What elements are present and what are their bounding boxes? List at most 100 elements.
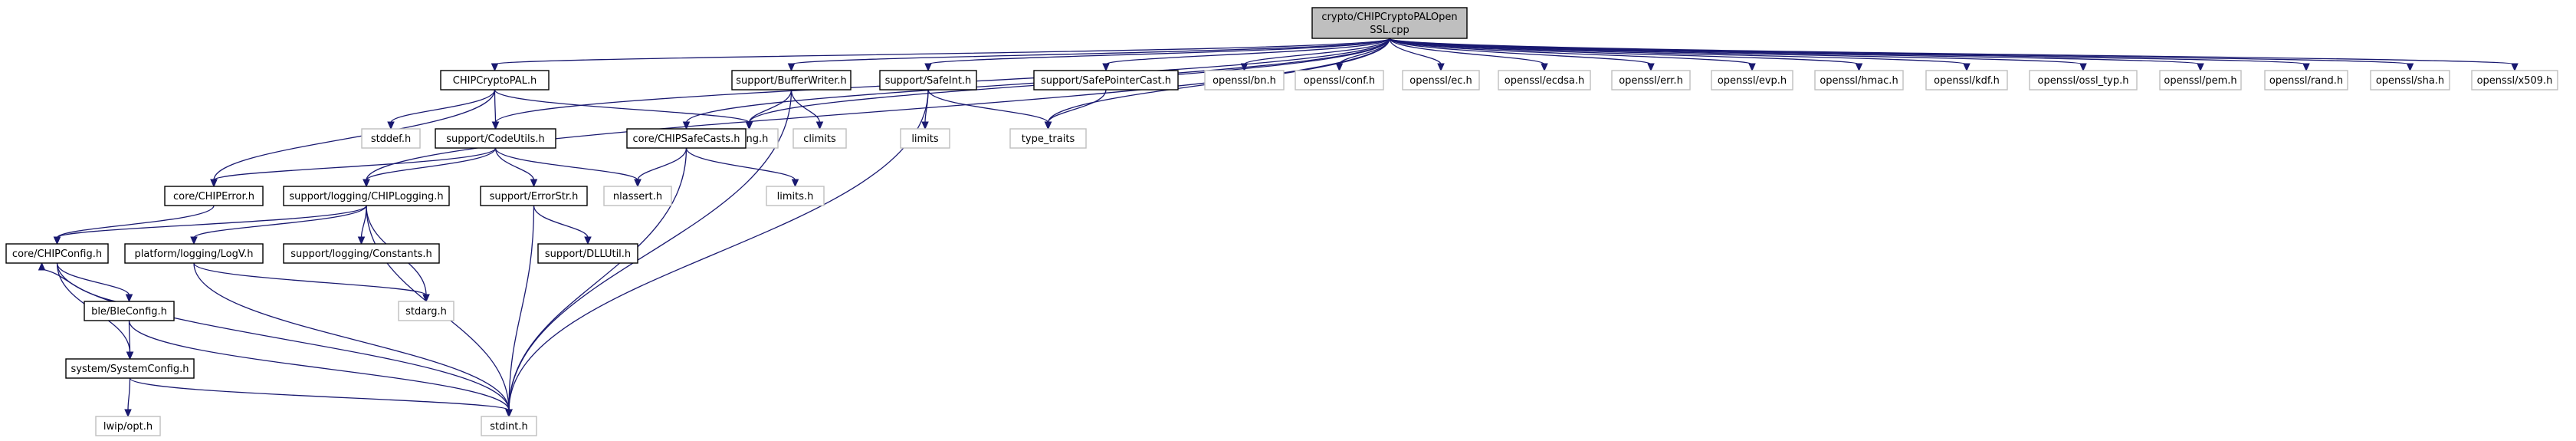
edge-sysconfig-to-stdint (129, 377, 513, 418)
edge-arrowhead (210, 179, 218, 188)
node-label-evp: openssl/evp.h (1718, 75, 1787, 87)
node-limits: limits (900, 128, 950, 149)
edge-arrowhead (124, 409, 132, 418)
node-box-safeptr (1033, 70, 1179, 91)
node-box-lwipopt (95, 416, 161, 436)
edge-line (508, 147, 687, 411)
edge-arrowhead (387, 121, 395, 130)
edge-root-to-safeint (924, 38, 1390, 72)
edge-line (1389, 38, 2084, 65)
node-bufwriter[interactable]: support/BufferWriter.h (731, 70, 852, 91)
node-box-limits (900, 128, 950, 149)
edge-arrowhead (491, 63, 499, 72)
node-codeutils[interactable]: support/CodeUtils.h (435, 128, 556, 149)
node-box-stdarg (398, 301, 454, 321)
node-box-stddef (361, 128, 421, 149)
node-bleconfig[interactable]: ble/BleConfig.h (84, 301, 175, 321)
node-box-ecdsa (1498, 70, 1591, 91)
edge-line (494, 38, 1390, 65)
node-box-pal (440, 70, 550, 91)
node-label-stdarg: stdarg.h (405, 306, 447, 318)
node-box-bufwriter (731, 70, 852, 91)
edge-logv-to-stdint (193, 262, 513, 418)
edge-arrowhead (363, 179, 370, 188)
edge-arrowhead (682, 121, 691, 130)
node-label-chiperror: core/CHIPError.h (173, 191, 254, 202)
node-safeptr[interactable]: support/SafePointerCast.h (1033, 70, 1179, 91)
edge-line (1047, 89, 1107, 123)
node-safeint[interactable]: support/SafeInt.h (879, 70, 977, 91)
edge-arrowhead (357, 236, 366, 245)
edge-line (127, 377, 131, 411)
node-sysconfig[interactable]: system/SystemConfig.h (65, 358, 195, 379)
edge-line (213, 147, 497, 181)
node-nlassert: nlassert.h (603, 186, 672, 206)
edge-line (1389, 38, 1753, 65)
node-box-pem (2159, 70, 2242, 91)
edge-pal-to-codeutils (491, 89, 500, 130)
node-label-chipconfig: core/CHIPConfig.h (12, 248, 102, 260)
edge-line (790, 89, 821, 123)
edge-arrowhead (1647, 63, 1655, 72)
node-safecasts[interactable]: core/CHIPSafeCasts.h (626, 128, 747, 149)
node-label-errorstr: support/ErrorStr.h (490, 191, 579, 202)
edge-line (790, 38, 1390, 65)
edge-line (1389, 38, 2411, 65)
node-dllutil[interactable]: support/DLLUtil.h (537, 243, 638, 264)
node-label-dllutil: support/DLLUtil.h (545, 248, 631, 260)
edge-root-to-kdf (1389, 38, 1971, 72)
edge-chipconfig-to-bleconfig (56, 262, 133, 303)
edge-arrowhead (634, 179, 642, 188)
edge-line (41, 268, 116, 302)
node-label-typetraits: type_traits (1022, 133, 1075, 145)
node-box-logv (124, 243, 264, 264)
edge-arrowhead (190, 236, 198, 245)
edge-arrowhead (1541, 63, 1548, 72)
edge-arrowhead (126, 351, 134, 360)
node-label-err: openssl/err.h (1619, 75, 1683, 87)
node-label-climits: climits (803, 133, 836, 145)
node-hmac: openssl/hmac.h (1814, 70, 1904, 91)
edge-codeutils-to-chiplogging (363, 147, 497, 188)
edge-arrowhead (491, 121, 500, 130)
node-errorstr[interactable]: support/ErrorStr.h (480, 186, 588, 206)
edge-arrowhead (1963, 63, 1971, 72)
node-pem: openssl/pem.h (2159, 70, 2242, 91)
node-err: openssl/err.h (1611, 70, 1691, 91)
edge-root-to-ec (1389, 38, 1445, 72)
edge-arrowhead (787, 63, 796, 72)
edge-line (533, 205, 589, 239)
node-ec: openssl/ec.h (1402, 70, 1480, 91)
node-box-codeutils (435, 128, 556, 149)
node-label-hmac: openssl/hmac.h (1820, 75, 1898, 87)
edge-line (129, 377, 510, 411)
node-chipconfig[interactable]: core/CHIPConfig.h (5, 243, 109, 264)
node-logv[interactable]: platform/logging/LogV.h (124, 243, 264, 264)
node-chiperror[interactable]: core/CHIPError.h (164, 186, 264, 206)
node-label-conf: openssl/conf.h (1304, 75, 1375, 87)
node-pal[interactable]: CHIPCryptoPAL.h (440, 70, 550, 91)
edge-arrowhead (422, 294, 430, 303)
edge-arrowhead (53, 236, 61, 245)
node-label-kdf: openssl/kdf.h (1934, 75, 2000, 87)
edge-arrowhead (2079, 63, 2087, 72)
node-box-sha (2370, 70, 2450, 91)
edge-chipconfig-to-stdint (56, 262, 513, 418)
edge-arrowhead (1748, 63, 1756, 72)
node-label-bn: openssl/bn.h (1213, 75, 1276, 87)
node-chiplogging[interactable]: support/logging/CHIPLogging.h (283, 186, 450, 206)
edge-bleconfig-to-sysconfig (126, 320, 134, 360)
node-box-sysconfig (65, 358, 195, 379)
edge-arrowhead (530, 179, 538, 188)
node-label-limitsh: limits.h (777, 191, 814, 202)
nodes-layer: crypto/CHIPCryptoPALOpenSSL.cppCHIPCrypt… (5, 7, 2558, 436)
node-label-ec: openssl/ec.h (1409, 75, 1472, 87)
edge-safecasts-to-nlassert (634, 147, 687, 188)
edge-arrowhead (1855, 63, 1863, 72)
node-constants[interactable]: support/logging/Constants.h (283, 243, 440, 264)
node-label-pem: openssl/pem.h (2164, 75, 2236, 87)
node-x509: openssl/x509.h (2471, 70, 2558, 91)
node-label-x509: openssl/x509.h (2477, 75, 2553, 87)
